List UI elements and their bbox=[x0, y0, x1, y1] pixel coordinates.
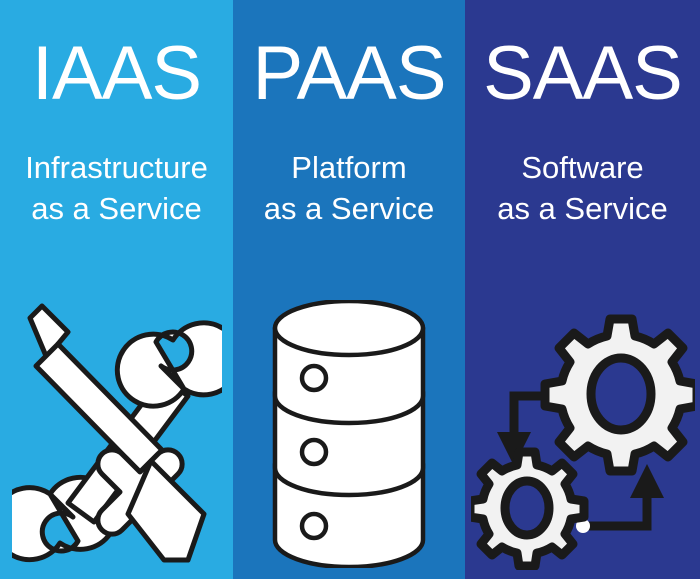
panel-icon-saas bbox=[465, 288, 700, 579]
panel-saas: SAAS Software as a Service bbox=[465, 0, 700, 579]
panel-subtitle-iaas-line2: as a Service bbox=[31, 190, 202, 226]
panel-paas: PAAS Platform as a Service bbox=[233, 0, 465, 579]
panel-subtitle-saas-line1: Software bbox=[521, 150, 644, 185]
panel-title-saas: SAAS bbox=[483, 31, 683, 116]
flow-arrow-up-dot bbox=[575, 518, 590, 533]
panel-subtitle-paas: Platform as a Service bbox=[233, 148, 465, 230]
flow-arrow-down-head bbox=[496, 431, 531, 466]
wrench-screwdriver-icon bbox=[11, 303, 222, 562]
flow-arrow-up-head bbox=[629, 463, 664, 498]
panel-iaas: IAAS Infrastructure as a Service bbox=[0, 0, 233, 579]
panel-subtitle-paas-line1: Platform bbox=[291, 150, 407, 185]
gear-large-hub bbox=[586, 353, 655, 434]
database-port-1 bbox=[299, 363, 329, 392]
database-port-2 bbox=[299, 437, 329, 466]
panel-subtitle-iaas-line1: Infrastructure bbox=[25, 150, 208, 185]
panel-subtitle-saas-line2: as a Service bbox=[497, 190, 668, 226]
gear-small bbox=[470, 447, 588, 570]
database-stack-icon bbox=[272, 299, 426, 568]
panel-title-iaas: IAAS bbox=[31, 31, 202, 116]
two-gears-cycle-icon bbox=[470, 314, 695, 570]
gear-small-hub bbox=[500, 476, 553, 539]
flow-arrow-up bbox=[582, 493, 651, 530]
panel-subtitle-saas: Software as a Service bbox=[465, 148, 700, 230]
panel-subtitle-iaas: Infrastructure as a Service bbox=[0, 148, 233, 230]
panel-subtitle-paas-line2: as a Service bbox=[263, 190, 435, 226]
panel-title-paas: PAAS bbox=[252, 31, 446, 116]
panel-icon-paas bbox=[233, 288, 465, 579]
database-port-3 bbox=[299, 511, 329, 540]
gear-large bbox=[540, 314, 695, 475]
panel-icon-iaas bbox=[0, 288, 233, 579]
